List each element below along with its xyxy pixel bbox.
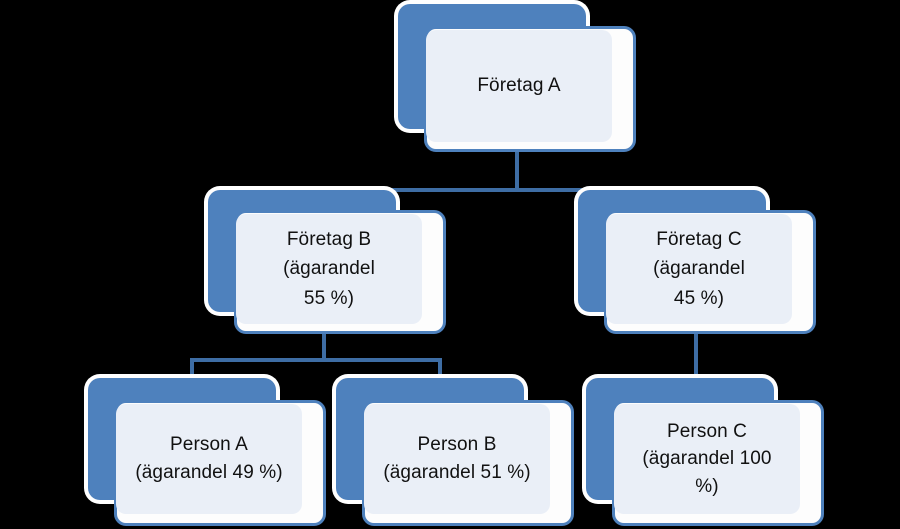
- node-face-plate: Företag C (ägarandel 45 %): [606, 214, 792, 324]
- node-label: Företag C (ägarandel 45 %): [653, 228, 745, 309]
- connector-foretag-a-stem: [515, 148, 519, 192]
- node-label: Företag A: [477, 75, 561, 97]
- connector-to-person-c: [694, 332, 698, 380]
- connector-to-person-b: [438, 358, 442, 380]
- node-foretag-c[interactable]: Företag C (ägarandel 45 %): [578, 190, 816, 335]
- node-foretag-a[interactable]: Företag A: [398, 4, 636, 152]
- node-person-c[interactable]: Person C (ägarandel 100 %): [586, 378, 824, 529]
- node-face-plate: Person A (ägarandel 49 %): [116, 404, 302, 514]
- node-face-plate: Person C (ägarandel 100 %): [614, 404, 800, 514]
- node-face-plate: Person B (ägarandel 51 %): [364, 404, 550, 514]
- node-face-plate: Företag B (ägarandel 55 %): [236, 214, 422, 324]
- node-label: Företag B (ägarandel 55 %): [283, 228, 375, 309]
- node-label: Person B (ägarandel 51 %): [383, 434, 531, 483]
- node-foretag-b[interactable]: Företag B (ägarandel 55 %): [208, 190, 446, 335]
- node-face-plate: Företag A: [426, 30, 612, 142]
- connector-level2-bus: [190, 358, 442, 362]
- connector-foretag-b-stem: [322, 332, 326, 362]
- node-person-b[interactable]: Person B (ägarandel 51 %): [336, 378, 574, 529]
- node-person-a[interactable]: Person A (ägarandel 49 %): [88, 378, 326, 529]
- node-label: Person A (ägarandel 49 %): [135, 434, 283, 483]
- node-label: Person C (ägarandel 100 %): [642, 420, 772, 497]
- connector-level1-bus: [311, 188, 705, 192]
- connector-to-person-a: [190, 358, 194, 380]
